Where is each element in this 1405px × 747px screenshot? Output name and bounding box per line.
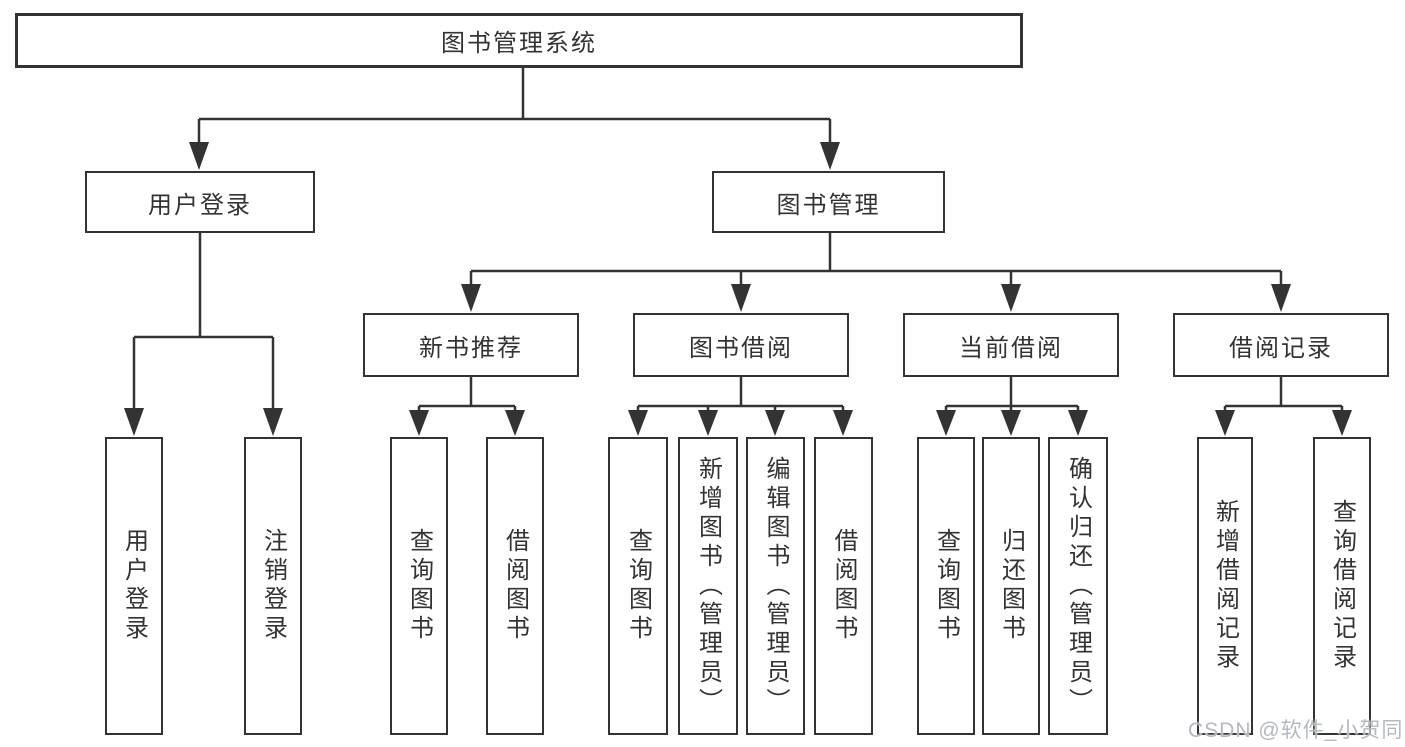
arrow-down-icon — [628, 410, 648, 436]
arrow-down-icon — [189, 142, 209, 170]
leaf-query-books-2: 查询图书 — [608, 437, 668, 735]
node-borrowing-records: 借阅记录 — [1173, 313, 1389, 377]
arrow-down-icon — [263, 408, 283, 436]
connector-new-book-to-leaves — [417, 377, 517, 411]
arrow-down-icon — [833, 410, 853, 436]
leaf-return-books: 归还图书 — [982, 437, 1040, 735]
arrow-down-icon — [1001, 410, 1021, 436]
arrow-down-icon — [1332, 410, 1352, 436]
leaf-borrow-books-2: 借阅图书 — [814, 437, 873, 735]
arrow-down-icon — [409, 410, 429, 436]
arrow-down-icon — [936, 410, 956, 436]
arrowhead-icons — [124, 142, 1352, 436]
node-library-management-system: 图书管理系统 — [15, 13, 1023, 68]
leaf-edit-book-admin: 编辑图书（管理员） — [746, 437, 805, 735]
arrow-down-icon — [1068, 410, 1088, 436]
arrow-down-icon — [698, 410, 718, 436]
arrow-down-icon — [1215, 410, 1235, 436]
arrow-down-icon — [820, 142, 840, 170]
node-book-management: 图书管理 — [712, 171, 945, 233]
leaf-user-login: 用户登录 — [105, 437, 163, 735]
connector-borrow-records-to-leaves — [1223, 377, 1344, 411]
node-new-book-recommendation: 新书推荐 — [363, 313, 579, 377]
arrow-down-icon — [765, 410, 785, 436]
arrow-down-icon — [124, 408, 144, 436]
arrow-down-icon — [1001, 284, 1021, 312]
connector-root-to-level2 — [197, 68, 832, 143]
leaf-borrow-books-1: 借阅图书 — [486, 437, 544, 735]
connector-book-borrow-to-leaves — [636, 377, 845, 411]
leaf-add-book-admin: 新增图书（管理员） — [678, 437, 738, 735]
leaf-query-books-1: 查询图书 — [390, 437, 448, 735]
leaf-logout-login: 注销登录 — [244, 437, 302, 735]
arrow-down-icon — [505, 410, 525, 436]
leaf-confirm-return-admin: 确认归还（管理员） — [1048, 437, 1108, 735]
arrow-down-icon — [461, 284, 481, 312]
arrow-down-icon — [731, 284, 751, 312]
leaf-query-borrow-record: 查询借阅记录 — [1313, 437, 1371, 735]
node-user-login: 用户登录 — [85, 171, 315, 233]
connector-current-borrow-to-leaves — [944, 377, 1080, 411]
node-book-borrowing: 图书借阅 — [633, 313, 849, 377]
leaf-add-borrow-record: 新增借阅记录 — [1197, 437, 1253, 735]
tree-connector-paths — [132, 68, 1344, 411]
node-current-borrowing: 当前借阅 — [903, 313, 1119, 377]
connector-user-login-to-leaves — [132, 233, 275, 409]
leaf-query-books-3: 查询图书 — [917, 437, 975, 735]
arrow-down-icon — [1271, 284, 1291, 312]
watermark-csdn: CSDN @软件_小贺同学 — [1188, 719, 1404, 742]
connector-book-management-to-level3 — [469, 233, 1283, 285]
